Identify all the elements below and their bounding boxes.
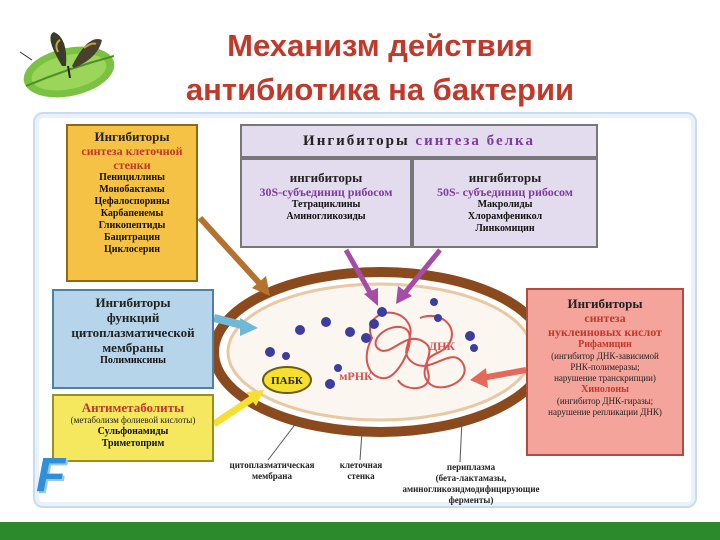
antimetabolites-note: (метаболизм фолиевой кислоты) [70,415,196,425]
cell-wall-inhibitors-box: Ингибиторы синтеза клеточной стенки Пени… [66,124,198,282]
drug-item: Пенициллины [99,172,165,183]
membrane-heading-1: Ингибиторы [95,295,171,310]
drug-item: Хлорамфеникол [467,211,543,222]
drug-item: Аминогликозиды [286,211,366,222]
protein-heading-a: Ингибиторы [303,133,410,149]
antimetabolites-box: Антиметаболиты (метаболизм фолиевой кисл… [52,394,214,462]
title-line-2: антибиотика на бактерии [185,72,575,107]
drug-item: Цефалоспорины [94,196,170,207]
membrane-heading-3: цитоплазматической [71,325,195,340]
nucleic-acid-inhibitors-box: Ингибиторы синтеза нуклеиновых кислот Ри… [526,288,684,456]
wall-label: клеточная стенка [339,460,383,481]
bottom-bar [0,522,720,540]
paba-label: ПАБК [271,375,303,387]
protein-heading-b: синтеза белка [415,133,535,149]
drug-item: Карбапенемы [100,208,164,219]
cell-wall-inhibitors-sub-2: стенки [113,158,151,172]
protein-synthesis-heading: Ингибиторы синтеза белка [242,126,596,156]
30s-subheading: 30S-субъединиц рибосом [259,185,393,199]
protein-synthesis-heading-box: Ингибиторы синтеза белка [240,124,598,158]
membrane-label: цитоплазматическая мембрана [229,460,315,481]
nucleic-heading: Ингибиторы [567,296,643,311]
title-line-1: Механизм действия [227,28,533,63]
membrane-inhibitors-box: Ингибиторы функций цитоплазматической ме… [52,289,214,389]
nucleic-sub-1: синтеза [584,311,626,325]
quinolones-note-2: нарушение репликации ДНК) [548,407,662,417]
30s-heading: ингибиторы [289,170,363,185]
slide-title: Механизм действия антибиотика на бактери… [100,24,660,112]
membrane-inhibitor-arrow [213,314,258,336]
30s-inhibitors-box: ингибиторы 30S-субъединиц рибосом Тетрац… [240,158,412,248]
dna-label: ДНК [429,339,456,353]
periplasm-label: периплазма (бета-лактамазы, аминогликози… [402,462,540,505]
50s-heading: ингибиторы [468,170,542,185]
drug-item: Линкомицин [475,223,535,234]
rifamycin-note-3: нарушение транскрипции) [554,373,656,383]
dna-strand [365,311,466,390]
antimetabolites-heading: Антиметаболиты [81,400,185,415]
50s-inhibitors-box: ингибиторы 50S- субъединиц рибосом Макро… [412,158,598,248]
quinolones-note-1: (ингибитор ДНК-гиразы; [556,396,654,406]
drug-item: Триметоприм [101,438,165,449]
membrane-heading-4: мембраны [102,340,164,355]
mrna-label: мРНК [339,369,373,383]
antimetabolite-arrow [212,390,264,427]
rifamycin-note-1: (ингибитор ДНК-зависимой [551,351,659,361]
publisher-logo-icon: F [36,449,66,502]
drug-item: Гликопептиды [98,220,166,231]
drug-item: Циклосерин [104,244,160,255]
drug-item: Тетрациклины [291,199,361,210]
drug-item: Макролиды [477,199,533,210]
protein-synthesis-arrows [343,248,442,306]
membrane-heading-2: функций [106,310,160,325]
cell-wall-inhibitors-heading: Ингибиторы [94,129,170,144]
cell-wall-inhibitors-sub-1: синтеза клеточной [81,144,183,158]
drug-item: Бацитрацин [103,232,160,243]
wall-inhibitor-arrow [197,215,270,296]
50s-subheading: 50S- субъединиц рибосом [437,185,573,199]
quinolones-label: Хинолоны [581,384,629,395]
drug-item: Сульфонамиды [97,426,169,437]
drug-item: Полимиксины [100,355,166,366]
nucleic-sub-2: нуклеиновых кислот [548,325,662,339]
rifamycin-note-2: РНК-полимеразы; [570,362,640,372]
rifamycin-label: Рифамицин [578,339,632,350]
nucleic-inhibitor-arrow [470,367,527,388]
drug-item: Монобактамы [99,184,165,195]
paba-oval [262,366,312,394]
butterfly-leaf-icon [19,32,115,98]
ribosomes [265,298,478,389]
